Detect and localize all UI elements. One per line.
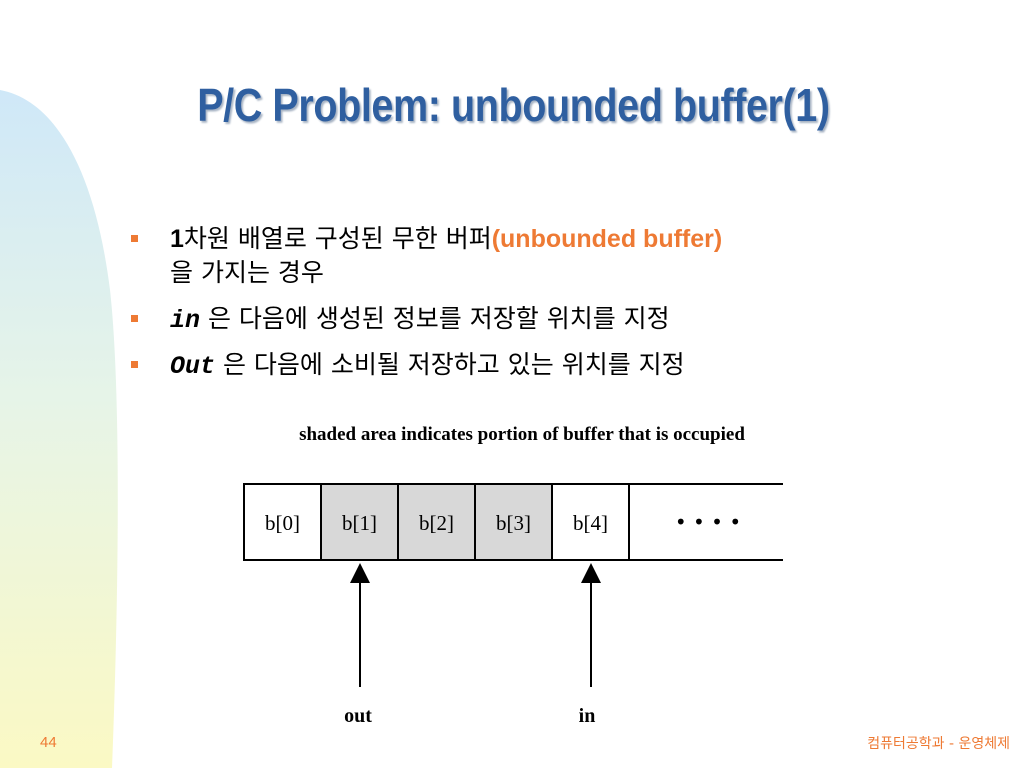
square-bullet-icon — [131, 315, 138, 322]
buffer-array: b[0] b[1] b[2] b[3] b[4] • • • • — [243, 483, 783, 561]
bullet-code-in: in — [170, 306, 201, 335]
buffer-cell-1 — [320, 483, 399, 561]
bullet-item-3: Out 은 다음에 소비될 저장하고 있는 위치를 지정 — [130, 348, 960, 384]
buffer-cell-label-4: b[4] — [573, 511, 608, 535]
out-pointer: out — [344, 563, 372, 727]
bullet-text: 은 다음에 생성된 정보를 저장할 위치를 지정 — [200, 304, 670, 333]
buffer-cell-label-1: b[1] — [342, 511, 377, 535]
bullet-highlight: (unbounded buffer) — [491, 225, 723, 253]
page-number: 44 — [40, 734, 57, 751]
buffer-cell-label-3: b[3] — [496, 511, 531, 535]
bullet-item-1: 1차원 배열로 구성된 무한 버퍼(unbounded buffer) 을 가지… — [130, 222, 960, 290]
out-arrowhead-icon — [350, 563, 370, 583]
buffer-diagram: shaded area indicates portion of buffer … — [243, 424, 783, 727]
square-bullet-icon — [131, 235, 138, 242]
buffer-cell-label-2: b[2] — [419, 511, 454, 535]
out-label: out — [344, 705, 372, 727]
bullet-text-line2: 을 가지는 경우 — [170, 258, 324, 287]
bullet-number: 1 — [170, 225, 184, 253]
figure-caption: shaded area indicates portion of buffer … — [299, 424, 745, 445]
footer-course: 컴퓨터공학과 - 운영체제 — [867, 736, 1010, 752]
bullet-text: 차원 배열로 구성된 무한 버퍼 — [183, 224, 492, 253]
bullet-code-out: Out — [170, 352, 216, 381]
in-label: in — [579, 705, 596, 727]
in-arrowhead-icon — [581, 563, 601, 583]
left-gradient-decoration — [0, 90, 118, 768]
in-pointer: in — [579, 563, 601, 727]
bullet-text: 은 다음에 소비될 저장하고 있는 위치를 지정 — [215, 350, 685, 379]
square-bullet-icon — [131, 361, 138, 368]
buffer-cell-label-0: b[0] — [265, 511, 300, 535]
bullet-item-2: in 은 다음에 생성된 정보를 저장할 위치를 지정 — [130, 302, 960, 338]
slide-title: P/C Problem: unbounded buffer(1) — [197, 79, 830, 131]
buffer-cell-4 — [551, 483, 630, 561]
bullet-list: 1차원 배열로 구성된 무한 버퍼(unbounded buffer) 을 가지… — [130, 222, 960, 394]
buffer-ellipsis: • • • • — [675, 510, 741, 534]
